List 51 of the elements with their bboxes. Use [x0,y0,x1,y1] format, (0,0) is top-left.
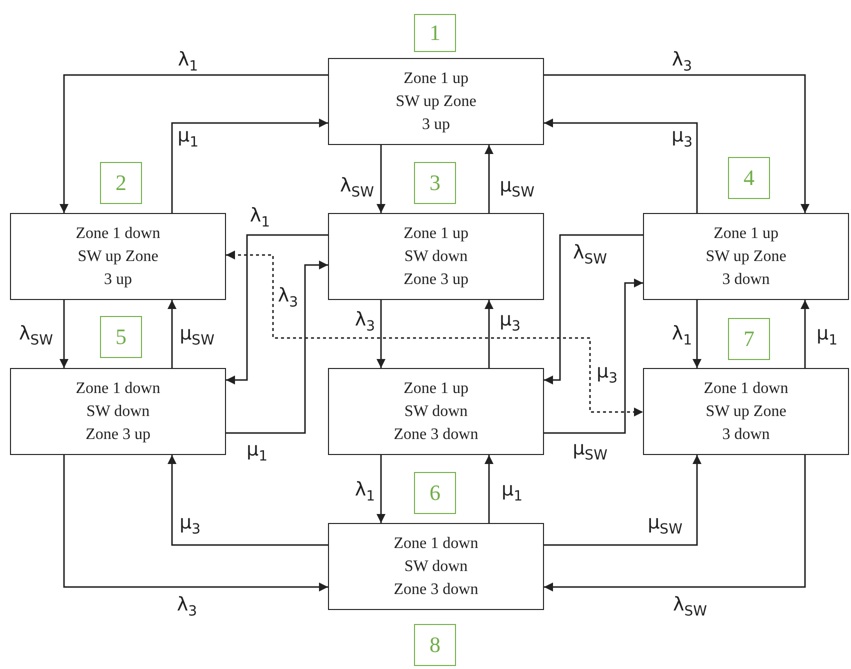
arrow [60,74,328,213]
state-number: 2 [100,162,142,204]
arrow [168,300,176,368]
arrow [168,455,328,546]
arrow [60,300,68,368]
edge-label: λ$_{3}$ [670,50,694,74]
state-number: 5 [100,316,142,358]
arrow [376,300,386,368]
arrow [226,260,328,434]
state-box: Zone 1 down SW up Zone 3 up [10,213,226,300]
state-number: 4 [728,157,770,199]
arrow [800,300,810,368]
edge-label: λ$_{1}$ [354,480,376,504]
state-box: Zone 1 up SW up Zone 3 up [328,58,544,145]
edge-label: λ$_{SW}$ [672,596,708,618]
arrow [484,455,494,523]
arrow [171,118,328,213]
state-box: Zone 1 down SW down Zone 3 up [10,368,226,455]
state-box: Zone 1 down SW down Zone 3 down [328,523,544,610]
edge-label: λ$_{3}$ [176,596,198,618]
state-number: 3 [414,162,456,204]
arrow [544,118,698,213]
arrow [376,455,386,523]
state-number: 8 [414,624,456,666]
edge-label: λ$_{3}$ [354,310,376,334]
arrow [544,74,810,213]
arrow [484,300,494,368]
edge-label: λ$_{3}$ [276,286,300,310]
edge-label: λ$_{SW}$ [18,324,54,348]
state-number: 6 [414,472,456,514]
arrow [544,455,806,592]
arrow [226,234,328,384]
edge-label: λ$_{1}$ [176,50,200,74]
arrow [484,145,494,213]
arrow [63,455,328,592]
arrow [376,145,386,213]
edge-label: λ$_{SW}$ [339,176,375,200]
arrow [544,234,643,384]
state-box: Zone 1 up SW down Zone 3 down [328,368,544,455]
state-box: Zone 1 up SW up Zone 3 down [643,213,849,300]
dotted-arrow [226,250,643,416]
edge-label: λ$_{1}$ [670,324,694,348]
edge-label: λ$_{SW}$ [572,244,608,266]
state-box: Zone 1 down SW up Zone 3 down [643,368,849,455]
edge-label: λ$_{1}$ [248,206,272,230]
arrow [544,278,643,434]
state-number: 7 [728,318,770,360]
state-number: 1 [414,14,456,52]
arrow [544,455,702,546]
arrow [692,300,702,368]
state-box: Zone 1 up SW down Zone 3 up [328,213,544,300]
